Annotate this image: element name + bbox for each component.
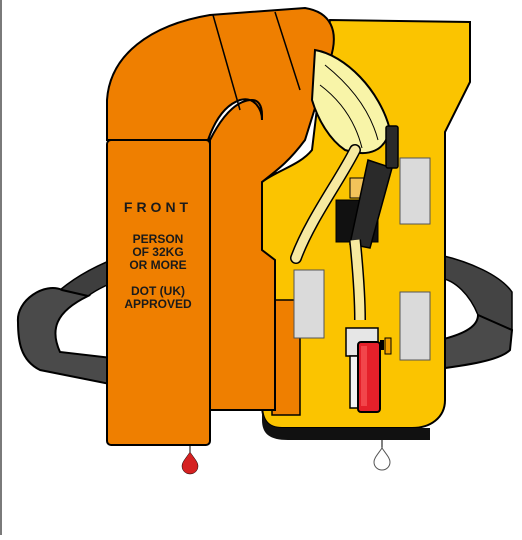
pad-left bbox=[294, 270, 324, 338]
left-border bbox=[0, 0, 2, 535]
person-line-3: OR MORE bbox=[129, 258, 186, 272]
person-line-2: OF 32KG bbox=[132, 245, 183, 259]
approval-line-2: APPROVED bbox=[124, 297, 192, 311]
pad-right bbox=[400, 292, 430, 360]
pad-top bbox=[400, 158, 430, 224]
water-drop-icon bbox=[182, 445, 198, 474]
person-line-1: PERSON bbox=[133, 232, 184, 246]
front-label: FRONT bbox=[124, 199, 192, 215]
water-drop-outline-icon bbox=[374, 440, 390, 470]
approval-line-1: DOT (UK) bbox=[131, 284, 185, 298]
